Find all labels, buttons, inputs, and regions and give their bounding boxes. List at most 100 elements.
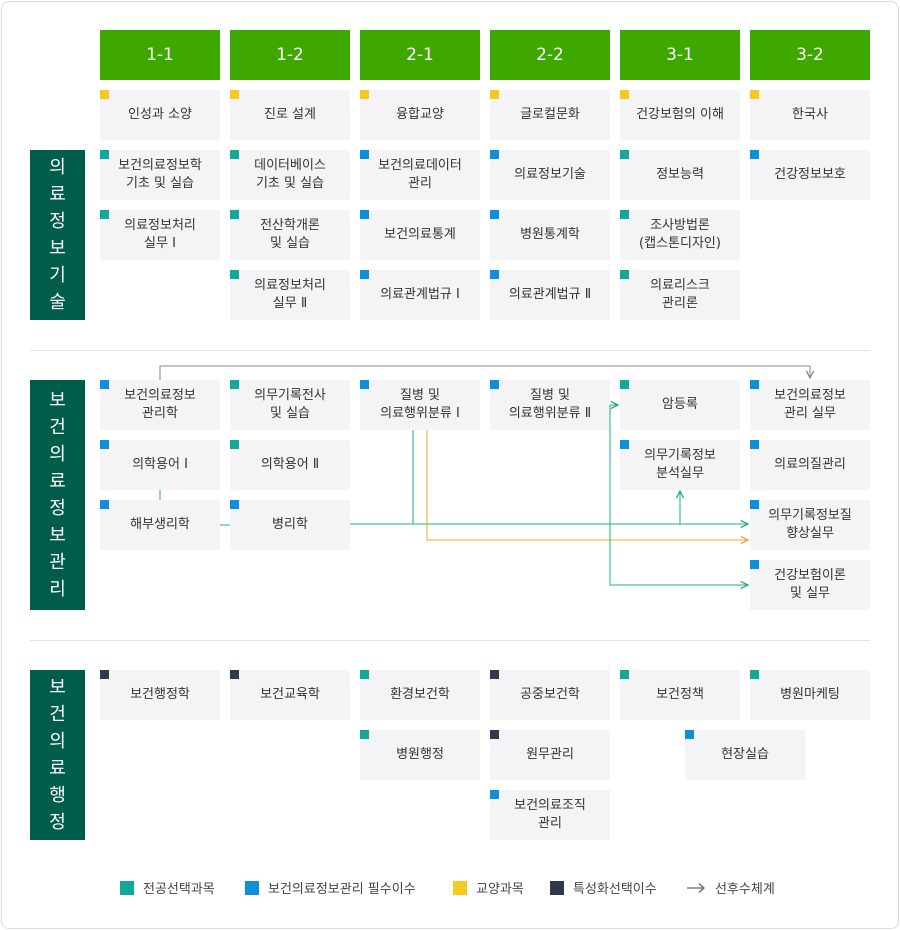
required-marker: [620, 440, 629, 449]
course-box: 보건의료정보 관리학: [100, 380, 220, 430]
course-box: 병원통계학: [490, 210, 610, 260]
required-marker: [750, 440, 759, 449]
legend-label: 교양과목: [476, 882, 524, 897]
legend-label: 선후수체계: [715, 882, 775, 897]
required-marker: [360, 270, 369, 279]
legend-label: 특성화선택이수: [573, 882, 657, 897]
course-box: 질병 및 의료행위분류 Ⅰ: [360, 380, 480, 430]
course-box: 병원행정: [360, 730, 480, 780]
course-box: 의료관계법규 Ⅰ: [360, 270, 480, 320]
course-box: 글로컬문화: [490, 90, 610, 140]
liberal-arts-marker: [490, 90, 499, 99]
legend-required: 보건의료정보관리 필수이수: [245, 878, 416, 897]
liberal-arts-marker: [360, 90, 369, 99]
course-box: 의료정보처리 실무 Ⅰ: [100, 210, 220, 260]
required-marker: [490, 150, 499, 159]
major-elective-marker: [230, 440, 239, 449]
required-marker: [750, 150, 759, 159]
required-marker: [490, 380, 499, 389]
course-box: 현장실습: [685, 730, 805, 780]
required-marker: [230, 500, 239, 509]
required-marker: [750, 560, 759, 569]
course-box: 전산학개론 및 실습: [230, 210, 350, 260]
liberal-arts-marker: [750, 90, 759, 99]
course-box: 암등록: [620, 380, 740, 430]
course-box: 병원마케팅: [750, 670, 870, 720]
major-elective-marker: [750, 670, 759, 679]
legend-specialized: 특성화선택이수: [550, 878, 657, 897]
semester-header-2-2: 2-2: [490, 30, 610, 80]
course-box: 의료정보처리 실무 Ⅱ: [230, 270, 350, 320]
major-elective-marker: [620, 150, 629, 159]
course-box: 보건의료통계: [360, 210, 480, 260]
major-elective-marker: [100, 150, 109, 159]
course-box: 의료관계법규 Ⅱ: [490, 270, 610, 320]
required-swatch: [245, 880, 259, 895]
course-box: 보건의료조직 관리: [490, 790, 610, 840]
legend-liberal-arts: 교양과목: [453, 878, 524, 897]
legend: 전공선택과목 보건의료정보관리 필수이수 교양과목 특성화선택이수 선후수체계: [0, 878, 900, 897]
legend-label: 전공선택과목: [143, 882, 215, 897]
legend-label: 보건의료정보관리 필수이수: [268, 882, 416, 897]
course-box: 보건의료정보 관리 실무: [750, 380, 870, 430]
required-marker: [685, 730, 694, 739]
course-box: 정보능력: [620, 150, 740, 200]
course-box: 보건의료정보학 기초 및 실습: [100, 150, 220, 200]
specialized-marker: [490, 670, 499, 679]
specialized-marker: [230, 670, 239, 679]
major-elective-marker: [620, 670, 629, 679]
course-box: 의학용어 Ⅱ: [230, 440, 350, 490]
course-box: 인성과 소양: [100, 90, 220, 140]
required-marker: [750, 500, 759, 509]
major-elective-marker: [620, 380, 629, 389]
liberal-arts-marker: [230, 90, 239, 99]
section-divider: [30, 640, 870, 641]
major-elective-marker: [360, 670, 369, 679]
course-box: 의료리스크 관리론: [620, 270, 740, 320]
required-marker: [490, 210, 499, 219]
course-box: 의학용어 Ⅰ: [100, 440, 220, 490]
semester-header-2-1: 2-1: [360, 30, 480, 80]
major-elective-marker: [230, 210, 239, 219]
course-box: 한국사: [750, 90, 870, 140]
required-marker: [360, 210, 369, 219]
course-box: 건강정보보호: [750, 150, 870, 200]
legend-major-elective: 전공선택과목: [120, 878, 215, 897]
course-box: 조사방법론 (캡스톤디자인): [620, 210, 740, 260]
required-marker: [360, 380, 369, 389]
legend-prerequisite: 선후수체계: [686, 878, 775, 897]
course-box: 환경보건학: [360, 670, 480, 720]
required-marker: [360, 150, 369, 159]
course-box: 병리학: [230, 500, 350, 550]
semester-header-1-2: 1-2: [230, 30, 350, 80]
section-divider: [30, 350, 870, 351]
semester-header-1-1: 1-1: [100, 30, 220, 80]
liberal-arts-swatch: [453, 880, 467, 895]
major-elective-marker: [100, 210, 109, 219]
course-box: 의무기록전사 및 실습: [230, 380, 350, 430]
specialized-marker: [490, 730, 499, 739]
required-marker: [100, 380, 109, 389]
course-box: 보건교육학: [230, 670, 350, 720]
course-box: 진로 설계: [230, 90, 350, 140]
major-elective-swatch: [120, 880, 134, 895]
arrow-right-icon: [687, 882, 705, 893]
major-elective-marker: [230, 150, 239, 159]
major-elective-marker: [230, 380, 239, 389]
required-marker: [100, 440, 109, 449]
required-marker: [490, 270, 499, 279]
major-elective-marker: [620, 270, 629, 279]
course-box: 보건의료데이터 관리: [360, 150, 480, 200]
required-marker: [490, 790, 499, 799]
course-box: 해부생리학: [100, 500, 220, 550]
course-box: 건강보험의 이해: [620, 90, 740, 140]
semester-header-3-2: 3-2: [750, 30, 870, 80]
course-box: 의료정보기술: [490, 150, 610, 200]
semester-header-3-1: 3-1: [620, 30, 740, 80]
required-marker: [750, 380, 759, 389]
major-elective-marker: [230, 270, 239, 279]
major-elective-marker: [360, 730, 369, 739]
